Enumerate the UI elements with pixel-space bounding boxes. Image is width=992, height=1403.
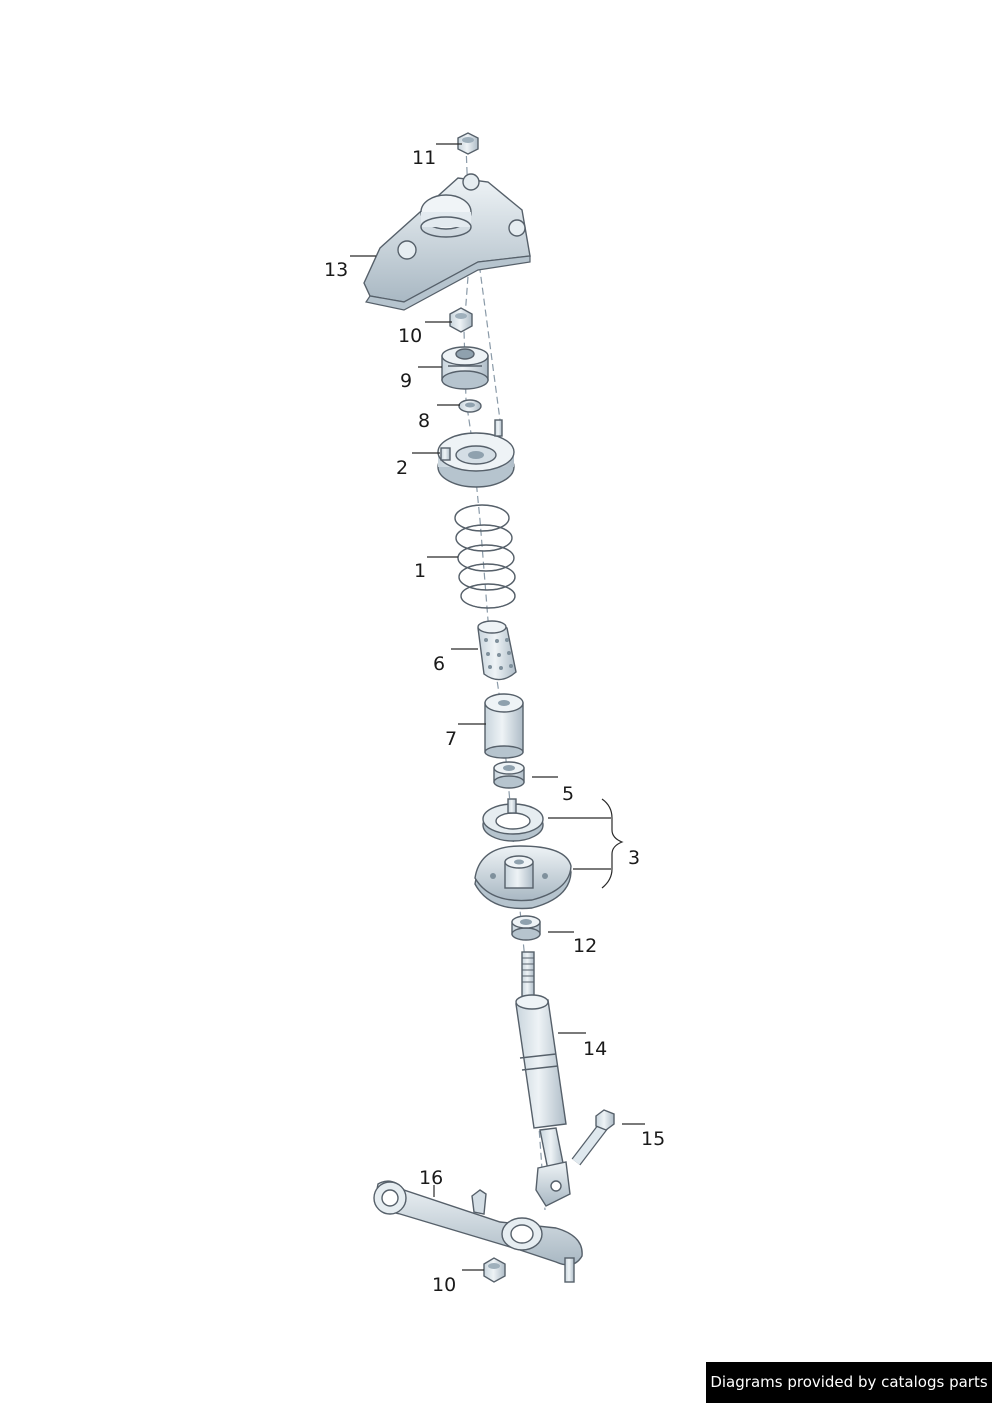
callout-11: 11: [412, 147, 436, 169]
callout-15: 15: [641, 1128, 665, 1150]
callout-3: 3: [628, 847, 640, 869]
callout-labels: 11 13 10 9 8 2 1 6 7 5 3 12 14 15 16 10: [324, 147, 665, 1296]
callout-13: 13: [324, 259, 348, 281]
credit-banner: Diagrams provided by catalogs parts: [706, 1362, 992, 1403]
callout-16: 16: [419, 1167, 443, 1189]
callout-1: 1: [414, 560, 426, 582]
callout-7: 7: [445, 728, 457, 750]
part-10-nut-top: [449, 307, 473, 333]
callout-10-bottom: 10: [432, 1274, 456, 1296]
callout-10-top: 10: [398, 325, 422, 347]
part-3-spring-pad: [482, 798, 544, 842]
part-12-washer: [511, 915, 541, 941]
callout-14: 14: [583, 1038, 607, 1060]
callout-2: 2: [396, 457, 408, 479]
part-9-bearing: [441, 346, 489, 390]
callout-5: 5: [562, 783, 574, 805]
part-3-spring-plate: [474, 845, 572, 910]
part-2-spring-seat: [437, 419, 515, 488]
callout-12: 12: [573, 935, 597, 957]
part-11-nut: [457, 132, 479, 155]
part-6-bump-stop: [477, 620, 517, 681]
part-16-control-arm: [373, 1180, 583, 1283]
part-10-nut-bottom: [483, 1257, 506, 1283]
part-13-top-mount: [363, 173, 531, 311]
part-8-washer: [458, 399, 482, 413]
callout-9: 9: [400, 370, 412, 392]
part-14-shock-absorber: [515, 951, 571, 1207]
part-15-bolt: [571, 1109, 615, 1166]
callout-8: 8: [418, 410, 430, 432]
callout-6: 6: [433, 653, 445, 675]
part-5-slotted-nut: [493, 761, 525, 789]
part-7-sleeve: [484, 693, 524, 759]
leader-lines: [350, 143, 645, 1271]
part-1-coil-spring: [454, 504, 516, 609]
